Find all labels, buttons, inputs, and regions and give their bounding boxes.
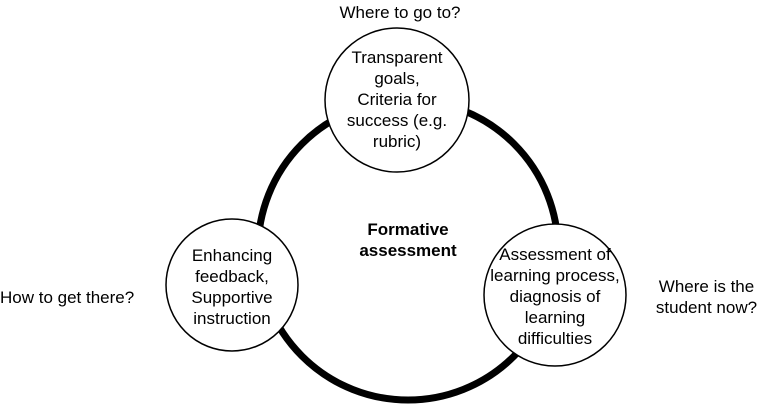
question-where-is-student-line1: Where is the: [658, 277, 755, 296]
left-node-line: instruction: [193, 309, 271, 328]
left-node-line: Enhancing: [191, 246, 273, 265]
right-node-line: learning: [524, 308, 586, 327]
left-node-line: feedback,: [195, 267, 269, 286]
top-node-line: Transparent: [351, 48, 443, 67]
question-where-to-go: Where to go to?: [339, 3, 461, 22]
left-node-circle: [165, 218, 299, 352]
right-node-text: Assessment of learning process, diagnosi…: [480, 244, 630, 349]
center-label-line1: Formative: [367, 220, 449, 239]
top-node-line: goals,: [374, 69, 420, 88]
top-node-line: success (e.g.: [346, 111, 448, 130]
left-node-text: Enhancing feedback, Supportive instructi…: [172, 245, 292, 329]
top-node-circle: [324, 27, 470, 173]
right-node-circle: [483, 223, 627, 367]
top-node-line: rubric): [372, 132, 422, 151]
right-node-line: Assessment of: [499, 245, 611, 264]
top-node-text: Transparent goals, Criteria for success …: [337, 47, 457, 152]
top-node-line: Criteria for: [357, 90, 437, 109]
question-where-is-student: Where is the student now?: [648, 276, 765, 318]
right-node-line: learning process,: [490, 266, 620, 285]
right-node-line: difficulties: [517, 329, 593, 348]
center-label-line2: assessment: [359, 241, 457, 260]
left-node-line: Supportive: [191, 288, 273, 307]
question-how-to-get-there: How to get there?: [0, 288, 135, 307]
question-where-is-student-line2: student now?: [655, 298, 758, 317]
center-label: Formative assessment: [318, 219, 498, 261]
right-node-line: diagnosis of: [509, 287, 601, 306]
